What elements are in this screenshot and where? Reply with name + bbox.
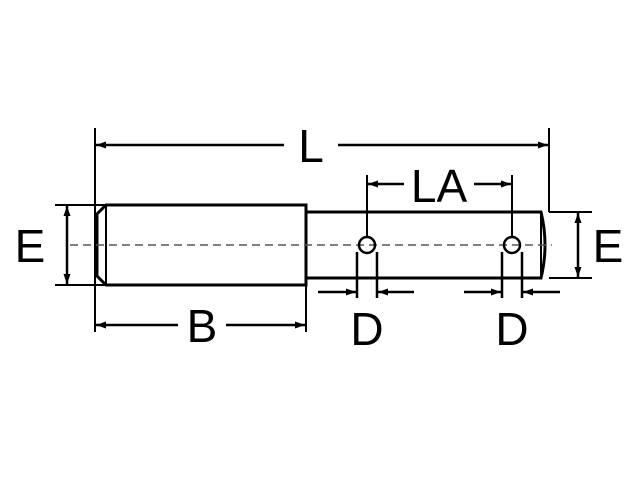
label-E-left: E [15, 220, 46, 272]
label-LA: LA [411, 160, 468, 212]
label-D-1: D [350, 303, 383, 355]
label-B: B [187, 300, 218, 352]
cross-holes [355, 235, 524, 298]
label-D-2: D [495, 303, 528, 355]
label-L: L [298, 120, 324, 172]
dimension-lines [63, 141, 582, 329]
label-E-right: E [593, 220, 624, 272]
extension-lines [55, 128, 592, 332]
